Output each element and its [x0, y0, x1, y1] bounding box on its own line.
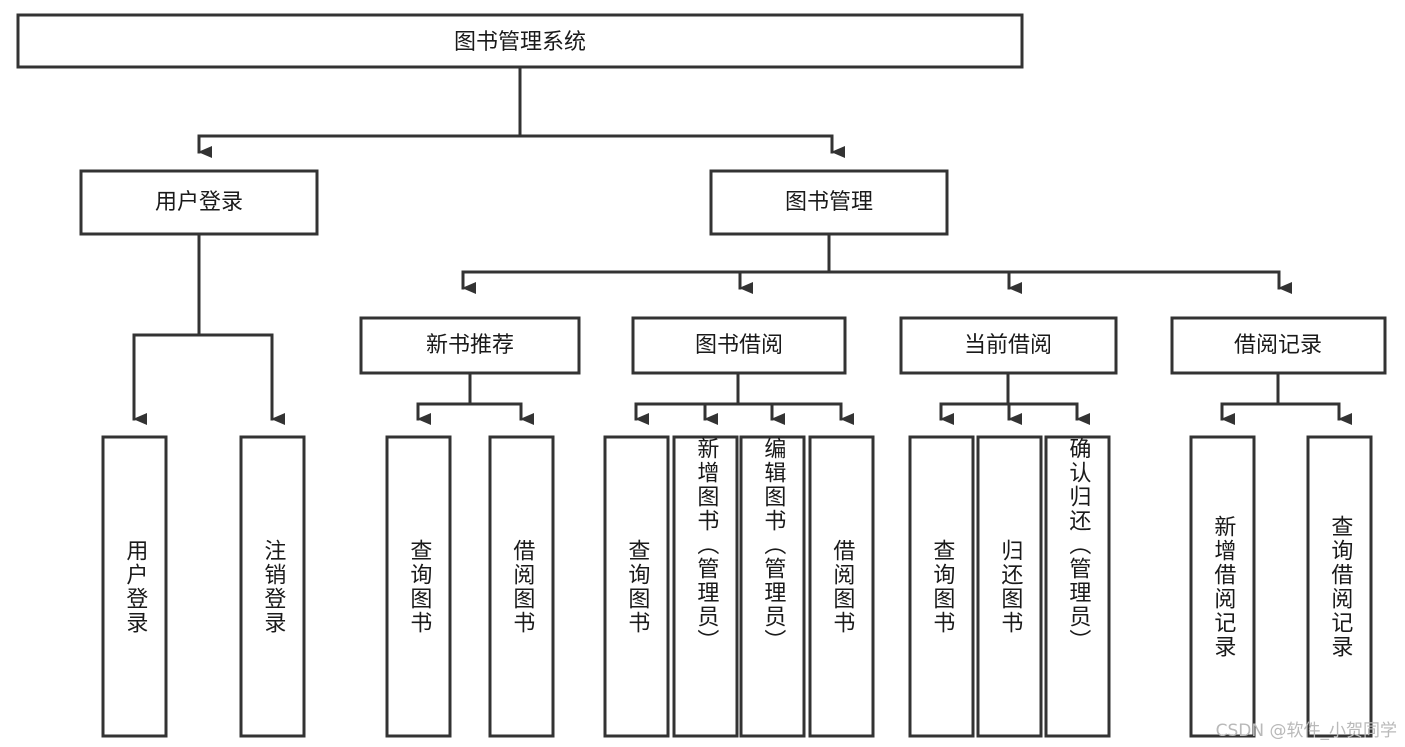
node-current-borrow-label: 当前借阅 — [964, 333, 1052, 358]
leaf-book-borrow-query[interactable] — [603, 435, 670, 738]
connector-current-borrow-to-leaves — [939, 371, 1090, 425]
node-book-management-label: 图书管理 — [785, 190, 873, 215]
node-new-book-recommend-label: 新书推荐 — [426, 333, 514, 358]
leaf-new-book-query[interactable] — [385, 435, 452, 738]
node-user-login-label: 用户登录 — [155, 190, 243, 215]
node-book-borrow[interactable] — [631, 316, 847, 375]
leaf-current-borrow-query[interactable] — [908, 435, 975, 738]
leaf-book-borrow-edit[interactable] — [739, 435, 806, 738]
leaf-new-book-borrow[interactable] — [488, 435, 555, 738]
node-book-borrow-label: 图书借阅 — [695, 333, 783, 358]
leaf-user-login-login[interactable] — [101, 435, 168, 738]
leaf-borrow-record-add[interactable] — [1189, 435, 1256, 738]
node-user-login[interactable] — [79, 169, 319, 236]
leaf-book-borrow-lend[interactable] — [808, 435, 875, 738]
connector-user-login-to-leaves — [132, 232, 285, 425]
leaf-current-borrow-confirm[interactable] — [1044, 435, 1111, 738]
leaf-current-borrow-return[interactable] — [976, 435, 1043, 738]
node-current-borrow[interactable] — [899, 316, 1118, 375]
leaf-user-login-logout[interactable] — [239, 435, 306, 738]
leaf-book-borrow-add[interactable] — [672, 435, 739, 738]
node-borrow-record-label: 借阅记录 — [1234, 333, 1322, 358]
node-new-book-recommend[interactable] — [359, 316, 581, 375]
node-borrow-record[interactable] — [1170, 316, 1387, 375]
node-root[interactable] — [16, 13, 1024, 69]
connector-borrow-record-to-leaves — [1220, 371, 1352, 425]
connector-root-to-level2 — [197, 65, 845, 158]
connector-book-mgmt-to-level3 — [461, 232, 1292, 294]
node-book-management[interactable] — [709, 169, 949, 236]
node-root-label: 图书管理系统 — [454, 30, 586, 55]
connector-book-borrow-to-leaves — [634, 371, 854, 425]
leaf-borrow-record-query[interactable] — [1306, 435, 1373, 738]
connector-new-book-to-leaves — [416, 371, 534, 425]
